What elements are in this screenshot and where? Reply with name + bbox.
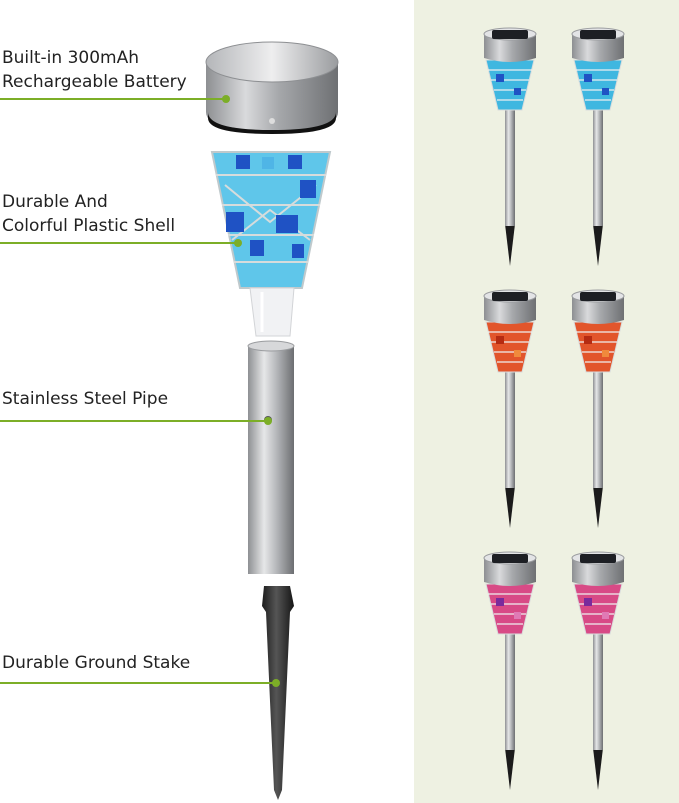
- callout-shell-label: Durable And Colorful Plastic Shell: [2, 192, 176, 236]
- variant-light: [571, 551, 625, 790]
- callout-battery-label: Built-in 300mAh Rechargeable Battery: [2, 48, 187, 92]
- variants-panel: [414, 0, 679, 803]
- variant-light: [483, 551, 537, 790]
- variant-light: [483, 27, 537, 266]
- callout-stake-label: Durable Ground Stake: [2, 653, 191, 673]
- callout-shell-dot: [234, 239, 242, 247]
- battery-cap: [205, 41, 339, 134]
- callout-battery-leader: [0, 98, 226, 100]
- variant-light: [571, 27, 625, 266]
- callout-pipe-dot: [264, 417, 272, 425]
- callout-battery-dot: [222, 95, 230, 103]
- callout-pipe-leader: [0, 420, 268, 422]
- callout-stake-leader: [0, 682, 276, 684]
- ground-stake: [262, 586, 294, 800]
- callout-shell-leader: [0, 242, 238, 244]
- callout-stake-dot: [272, 679, 280, 687]
- mosaic-shell: [210, 151, 332, 337]
- callout-pipe-label: Stainless Steel Pipe: [2, 389, 169, 409]
- variant-light: [483, 289, 537, 528]
- variant-light: [571, 289, 625, 528]
- steel-pipe: [247, 340, 295, 574]
